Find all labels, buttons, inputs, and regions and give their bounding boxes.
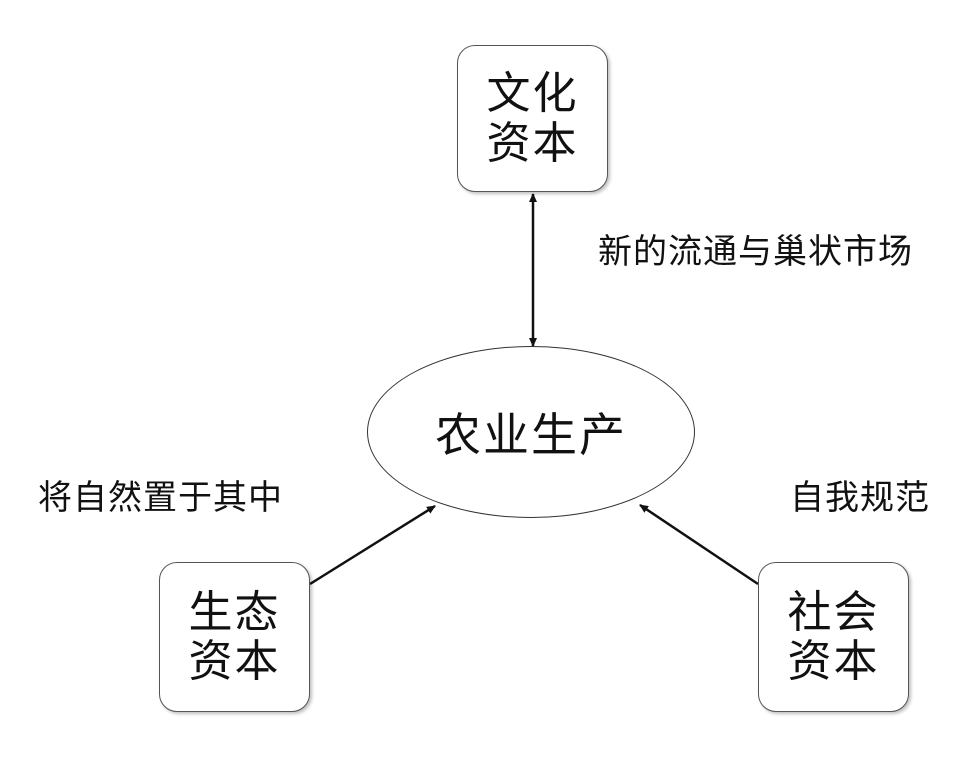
cultural-capital-node: 文化 资本 [457,45,608,192]
social-capital-line2: 资本 [787,636,880,687]
ecological-capital-line1: 生态 [188,586,281,638]
social-capital-node: 社会 资本 [758,562,909,712]
social-capital-line1: 社会 [787,586,880,638]
cultural-capital-line1: 文化 [486,68,579,120]
agricultural-production-node: 农业生产 [367,346,695,518]
social-arrow [639,503,759,586]
cultural-edge-label: 新的流通与巢状市场 [598,232,913,272]
ecological-arrow [309,504,436,586]
ecological-capital-line2: 资本 [188,636,281,687]
cultural-capital-line2: 资本 [486,117,579,169]
ecological-edge-label: 将自然置于其中 [38,478,283,518]
social-edge-label: 自我规范 [790,478,930,518]
ecological-capital-node: 生态 资本 [159,562,310,712]
agricultural-production-label: 农业生产 [435,408,627,462]
